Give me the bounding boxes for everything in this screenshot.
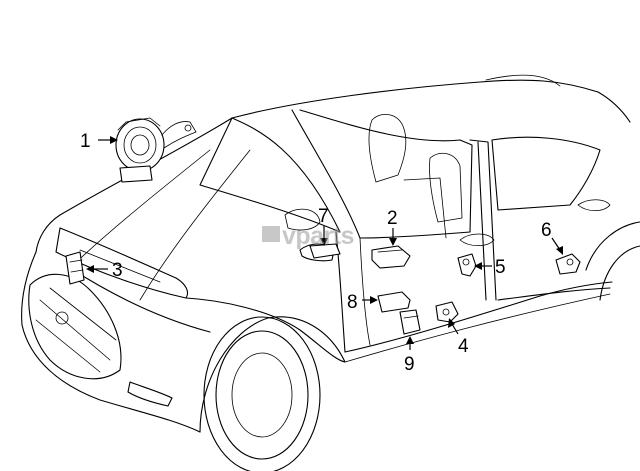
- car-body-outline: [21, 74, 640, 471]
- callout-3: 3: [112, 260, 123, 281]
- sensor-part-4: [435, 301, 459, 323]
- bracket-part-8: [377, 291, 411, 313]
- rear-side-sensor-part: [555, 253, 581, 275]
- side-sensor-part: [457, 253, 477, 277]
- front-sensor-part: [65, 251, 85, 285]
- spiral-cable-part: [115, 117, 197, 183]
- watermark: vparts: [262, 222, 355, 250]
- callout-7: 7: [318, 206, 329, 227]
- watermark-text: vparts: [282, 222, 354, 250]
- callout-8: 8: [347, 292, 358, 313]
- sensor-part-7: [309, 243, 341, 259]
- watermark-logo-icon: [262, 226, 280, 242]
- callout-5: 5: [495, 257, 506, 278]
- airbag-module-part: [371, 245, 411, 269]
- lower-sensor-part: [399, 309, 421, 335]
- callout-9: 9: [404, 354, 415, 375]
- callout-6: 6: [541, 220, 552, 241]
- callout-4: 4: [458, 336, 469, 357]
- callout-1: 1: [80, 131, 91, 152]
- callout-2: 2: [387, 208, 398, 229]
